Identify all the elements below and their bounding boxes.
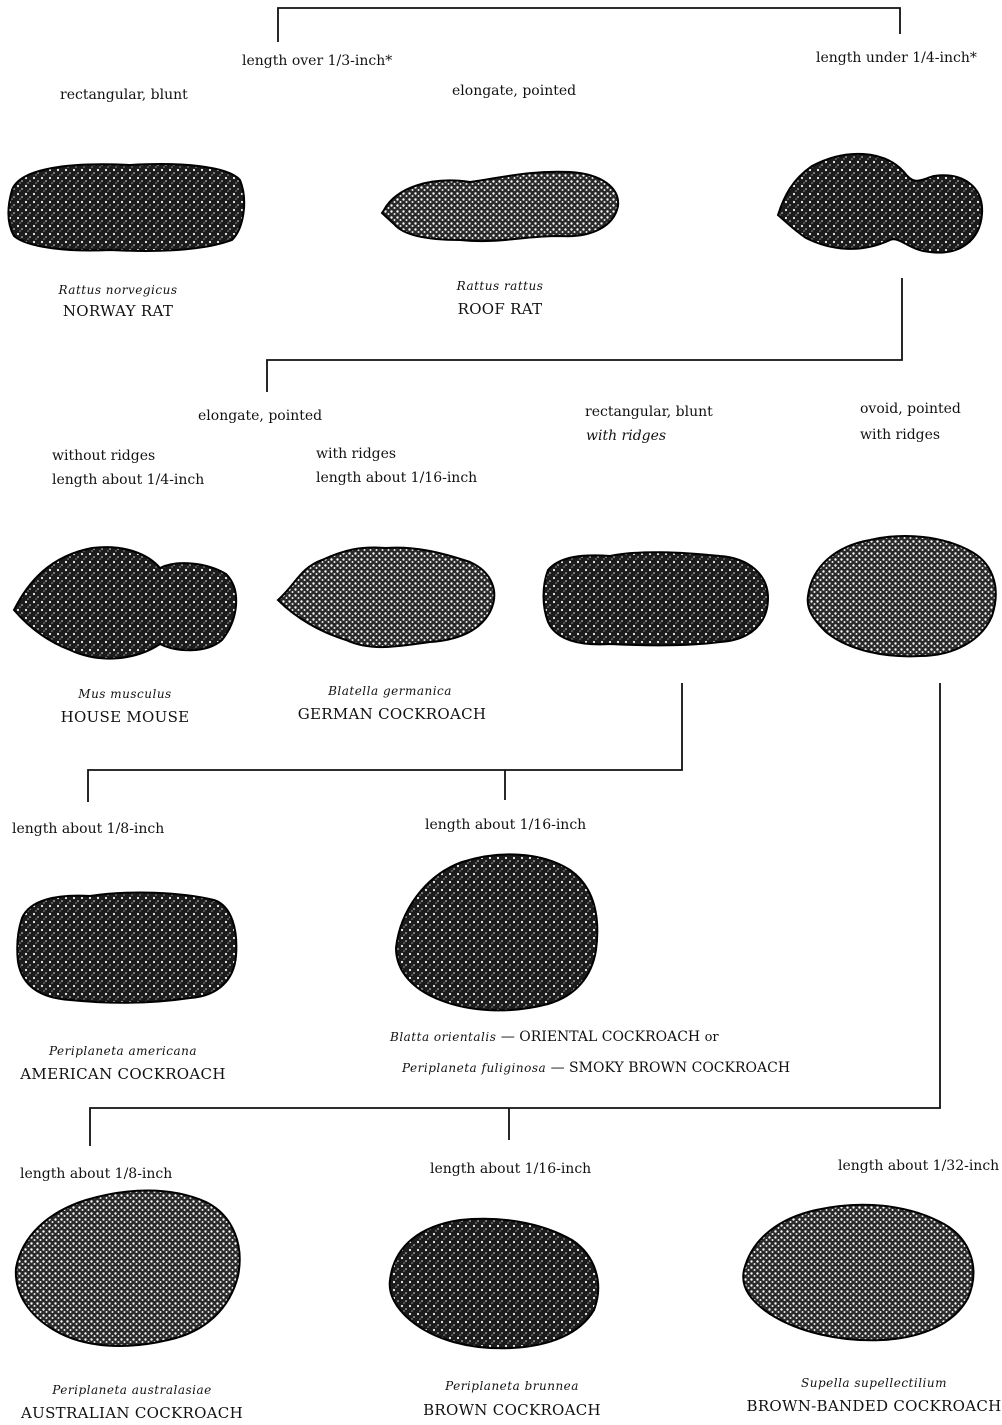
criterion-ovoid-pointed: ovoid, pointed: [860, 400, 961, 418]
oriental-cockroach-common: ORIENTAL COCKROACH: [519, 1029, 700, 1045]
dropping-under-quarter: [778, 154, 982, 253]
smoky-brown-cockroach-scientific: Periplaneta fuliginosa: [402, 1061, 546, 1075]
criterion-length-about-sixteenth-german: length about 1/16-inch: [316, 469, 477, 487]
german-cockroach-scientific: Blatella germanica: [328, 683, 452, 699]
smoky-dash: —: [551, 1060, 565, 1076]
dropping-house-mouse: [14, 547, 236, 658]
connector-under-quarter: [267, 278, 902, 392]
or-conjunction: or: [705, 1030, 719, 1045]
brown-banded-cockroach-scientific: Supella supellectilium: [801, 1375, 947, 1391]
american-cockroach-common: AMERICAN COCKROACH: [20, 1065, 225, 1083]
criterion-elongate-pointed-top: elongate, pointed: [452, 82, 576, 100]
dropping-australian-cockroach: [16, 1191, 240, 1346]
norway-rat-scientific: Rattus norvegicus: [58, 282, 177, 298]
norway-rat-common: NORWAY RAT: [63, 302, 173, 320]
oriental-dash: —: [501, 1029, 515, 1045]
roof-rat-scientific: Rattus rattus: [457, 278, 544, 294]
criterion-length-under-quarter: length under 1/4-inch*: [816, 49, 977, 67]
dropping-american-cockroach: [17, 893, 236, 1003]
dropping-rectangular-blunt: [544, 552, 769, 645]
dropping-brown-banded-cockroach: [743, 1205, 973, 1341]
criterion-length-sixteenth-a: length about 1/16-inch: [425, 816, 586, 834]
connector-top: [278, 8, 900, 42]
oriental-cockroach-scientific: Blatta orientalis: [390, 1030, 496, 1044]
criterion-length-eighth-b: length about 1/8-inch: [20, 1165, 172, 1183]
criterion-with-ridges-german: with ridges: [316, 445, 396, 463]
criterion-without-ridges: without ridges: [52, 447, 155, 465]
smoky-brown-cockroach-common: SMOKY BROWN COCKROACH: [569, 1060, 790, 1076]
connector-rectangular: [88, 683, 682, 802]
brown-cockroach-common: BROWN COCKROACH: [423, 1401, 601, 1419]
dropping-roof-rat: [382, 172, 618, 241]
house-mouse-common: HOUSE MOUSE: [61, 708, 190, 726]
german-cockroach-common: GERMAN COCKROACH: [298, 705, 487, 723]
criterion-with-ridges-ovoid: with ridges: [860, 426, 940, 444]
criterion-length-thirty-second: length about 1/32-inch: [838, 1157, 999, 1175]
criterion-rectangular-blunt-top: rectangular, blunt: [60, 86, 188, 104]
criterion-length-over-third: length over 1/3-inch*: [242, 52, 392, 70]
criterion-length-about-quarter: length about 1/4-inch: [52, 471, 204, 489]
australian-cockroach-scientific: Periplaneta australasiae: [52, 1382, 212, 1398]
criterion-length-eighth-a: length about 1/8-inch: [12, 820, 164, 838]
criterion-rectangular-blunt-mid: rectangular, blunt: [585, 403, 713, 421]
roof-rat-common: ROOF RAT: [458, 300, 543, 318]
house-mouse-scientific: Mus musculus: [78, 686, 171, 702]
brown-cockroach-scientific: Periplaneta brunnea: [445, 1378, 579, 1394]
american-cockroach-scientific: Periplaneta americana: [49, 1043, 197, 1059]
australian-cockroach-common: AUSTRALIAN COCKROACH: [21, 1404, 243, 1422]
criterion-with-ridges-rectangular: with ridges: [586, 427, 666, 445]
smoky-brown-cockroach-line: Periplaneta fuliginosa — SMOKY BROWN COC…: [402, 1059, 790, 1077]
dropping-german-cockroach: [278, 548, 494, 648]
dropping-ovoid-pointed: [808, 536, 996, 656]
dropping-norway-rat: [9, 164, 245, 251]
criterion-length-sixteenth-b: length about 1/16-inch: [430, 1160, 591, 1178]
brown-banded-cockroach-common: BROWN-BANDED COCKROACH: [746, 1397, 1001, 1415]
dropping-brown-cockroach: [390, 1219, 599, 1348]
criterion-elongate-pointed-mid: elongate, pointed: [198, 407, 322, 425]
dropping-oriental-smoky: [396, 854, 597, 1010]
oriental-cockroach-line: Blatta orientalis — ORIENTAL COCKROACH o…: [390, 1028, 719, 1047]
